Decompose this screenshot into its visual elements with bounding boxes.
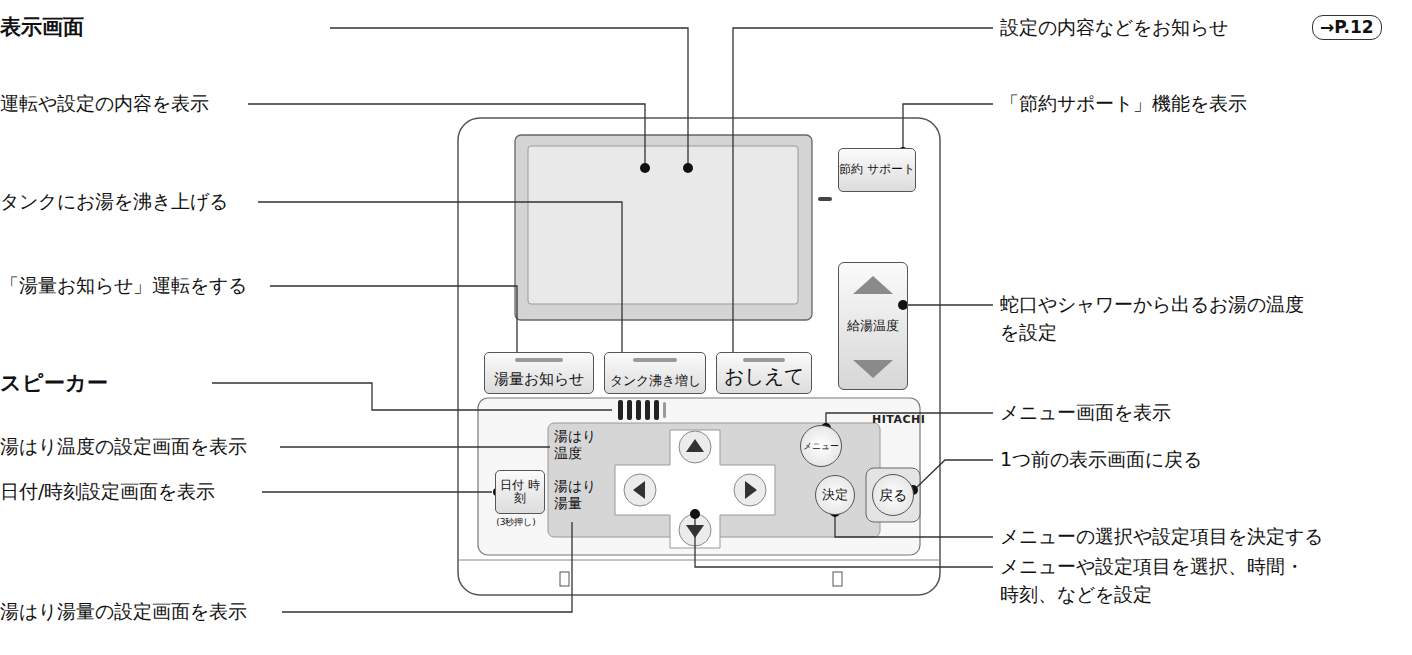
- display-frame: [515, 135, 812, 320]
- up-arrow: [853, 276, 893, 294]
- down-arrow: [853, 360, 893, 378]
- hinge: [560, 572, 569, 586]
- enter-button: 決定: [815, 475, 855, 515]
- callout-text: 「節約サポート」機能を表示: [1000, 90, 1247, 118]
- callout-text: タンクにお湯を沸き上げる: [0, 188, 228, 216]
- callout-text: メニューや設定項目を選択、時間・時刻、などを設定: [1000, 553, 1322, 608]
- button-label: 日付 時刻: [496, 479, 544, 506]
- remote-body: [458, 118, 940, 595]
- help-button: おしえて: [716, 352, 812, 394]
- callout-text: 「湯量お知らせ」運転をする: [0, 272, 247, 300]
- save-support-button: 節約 サポート: [838, 148, 916, 192]
- lower-panel: [478, 398, 920, 555]
- button-label: タンク沸き増し: [610, 374, 701, 388]
- callout-text: 設定の内容などをお知らせ: [1000, 14, 1228, 42]
- tank-boost-button: タンク沸き増し: [604, 352, 706, 394]
- button-label: おしえて: [724, 365, 804, 388]
- page-reference: →P.12: [1312, 15, 1382, 40]
- callout-text: メニュー画面を表示: [1000, 399, 1171, 427]
- temp-button-face: [838, 262, 908, 390]
- button-label: 戻る: [879, 487, 907, 503]
- menu-button: メニュー: [800, 425, 842, 467]
- callout-text: 湯はり温度の設定画面を表示: [0, 433, 247, 461]
- callout-text: 蛇口やシャワーから出るお湯の温度を設定: [1000, 291, 1322, 346]
- back-button: 戻る: [872, 474, 914, 516]
- button-label: 湯量お知らせ: [494, 371, 584, 388]
- callout-text: 1つ前の表示画面に戻る: [1000, 446, 1202, 474]
- button-note: (3秒押し): [488, 516, 544, 529]
- supply-temp-button: 給湯温度: [838, 262, 908, 390]
- panel-label: 湯はり 湯量: [554, 478, 598, 512]
- panel-label: 湯はり 温度: [554, 428, 598, 462]
- date-time-button: 日付 時刻(3秒押し): [495, 470, 545, 514]
- brand-logo: HITACHI: [872, 412, 925, 428]
- callout-title: スピーカー: [0, 368, 108, 398]
- callout-text: 湯はり湯量の設定画面を表示: [0, 598, 247, 626]
- button-label: 節約 サポート: [839, 163, 915, 176]
- button-label: メニュー: [803, 441, 839, 451]
- display-screen: [528, 146, 798, 304]
- speaker: [618, 400, 666, 420]
- body-seam: [459, 560, 939, 561]
- button-label: 給湯温度: [847, 319, 899, 334]
- hinge: [833, 572, 842, 586]
- callout-text: メニューの選択や設定項目を決定する: [1000, 523, 1323, 551]
- led: [818, 197, 832, 201]
- button-label: 決定: [822, 488, 848, 503]
- back-button-frame: [866, 468, 920, 522]
- callout-title: 表示画面: [0, 12, 84, 42]
- leader-lines: [212, 28, 993, 612]
- hot-water-notice-button: 湯量お知らせ: [484, 352, 594, 394]
- leader-dots: [493, 147, 918, 519]
- callout-text: 運転や設定の内容を表示: [0, 90, 209, 118]
- callout-text: 日付/時刻設定画面を表示: [0, 478, 215, 506]
